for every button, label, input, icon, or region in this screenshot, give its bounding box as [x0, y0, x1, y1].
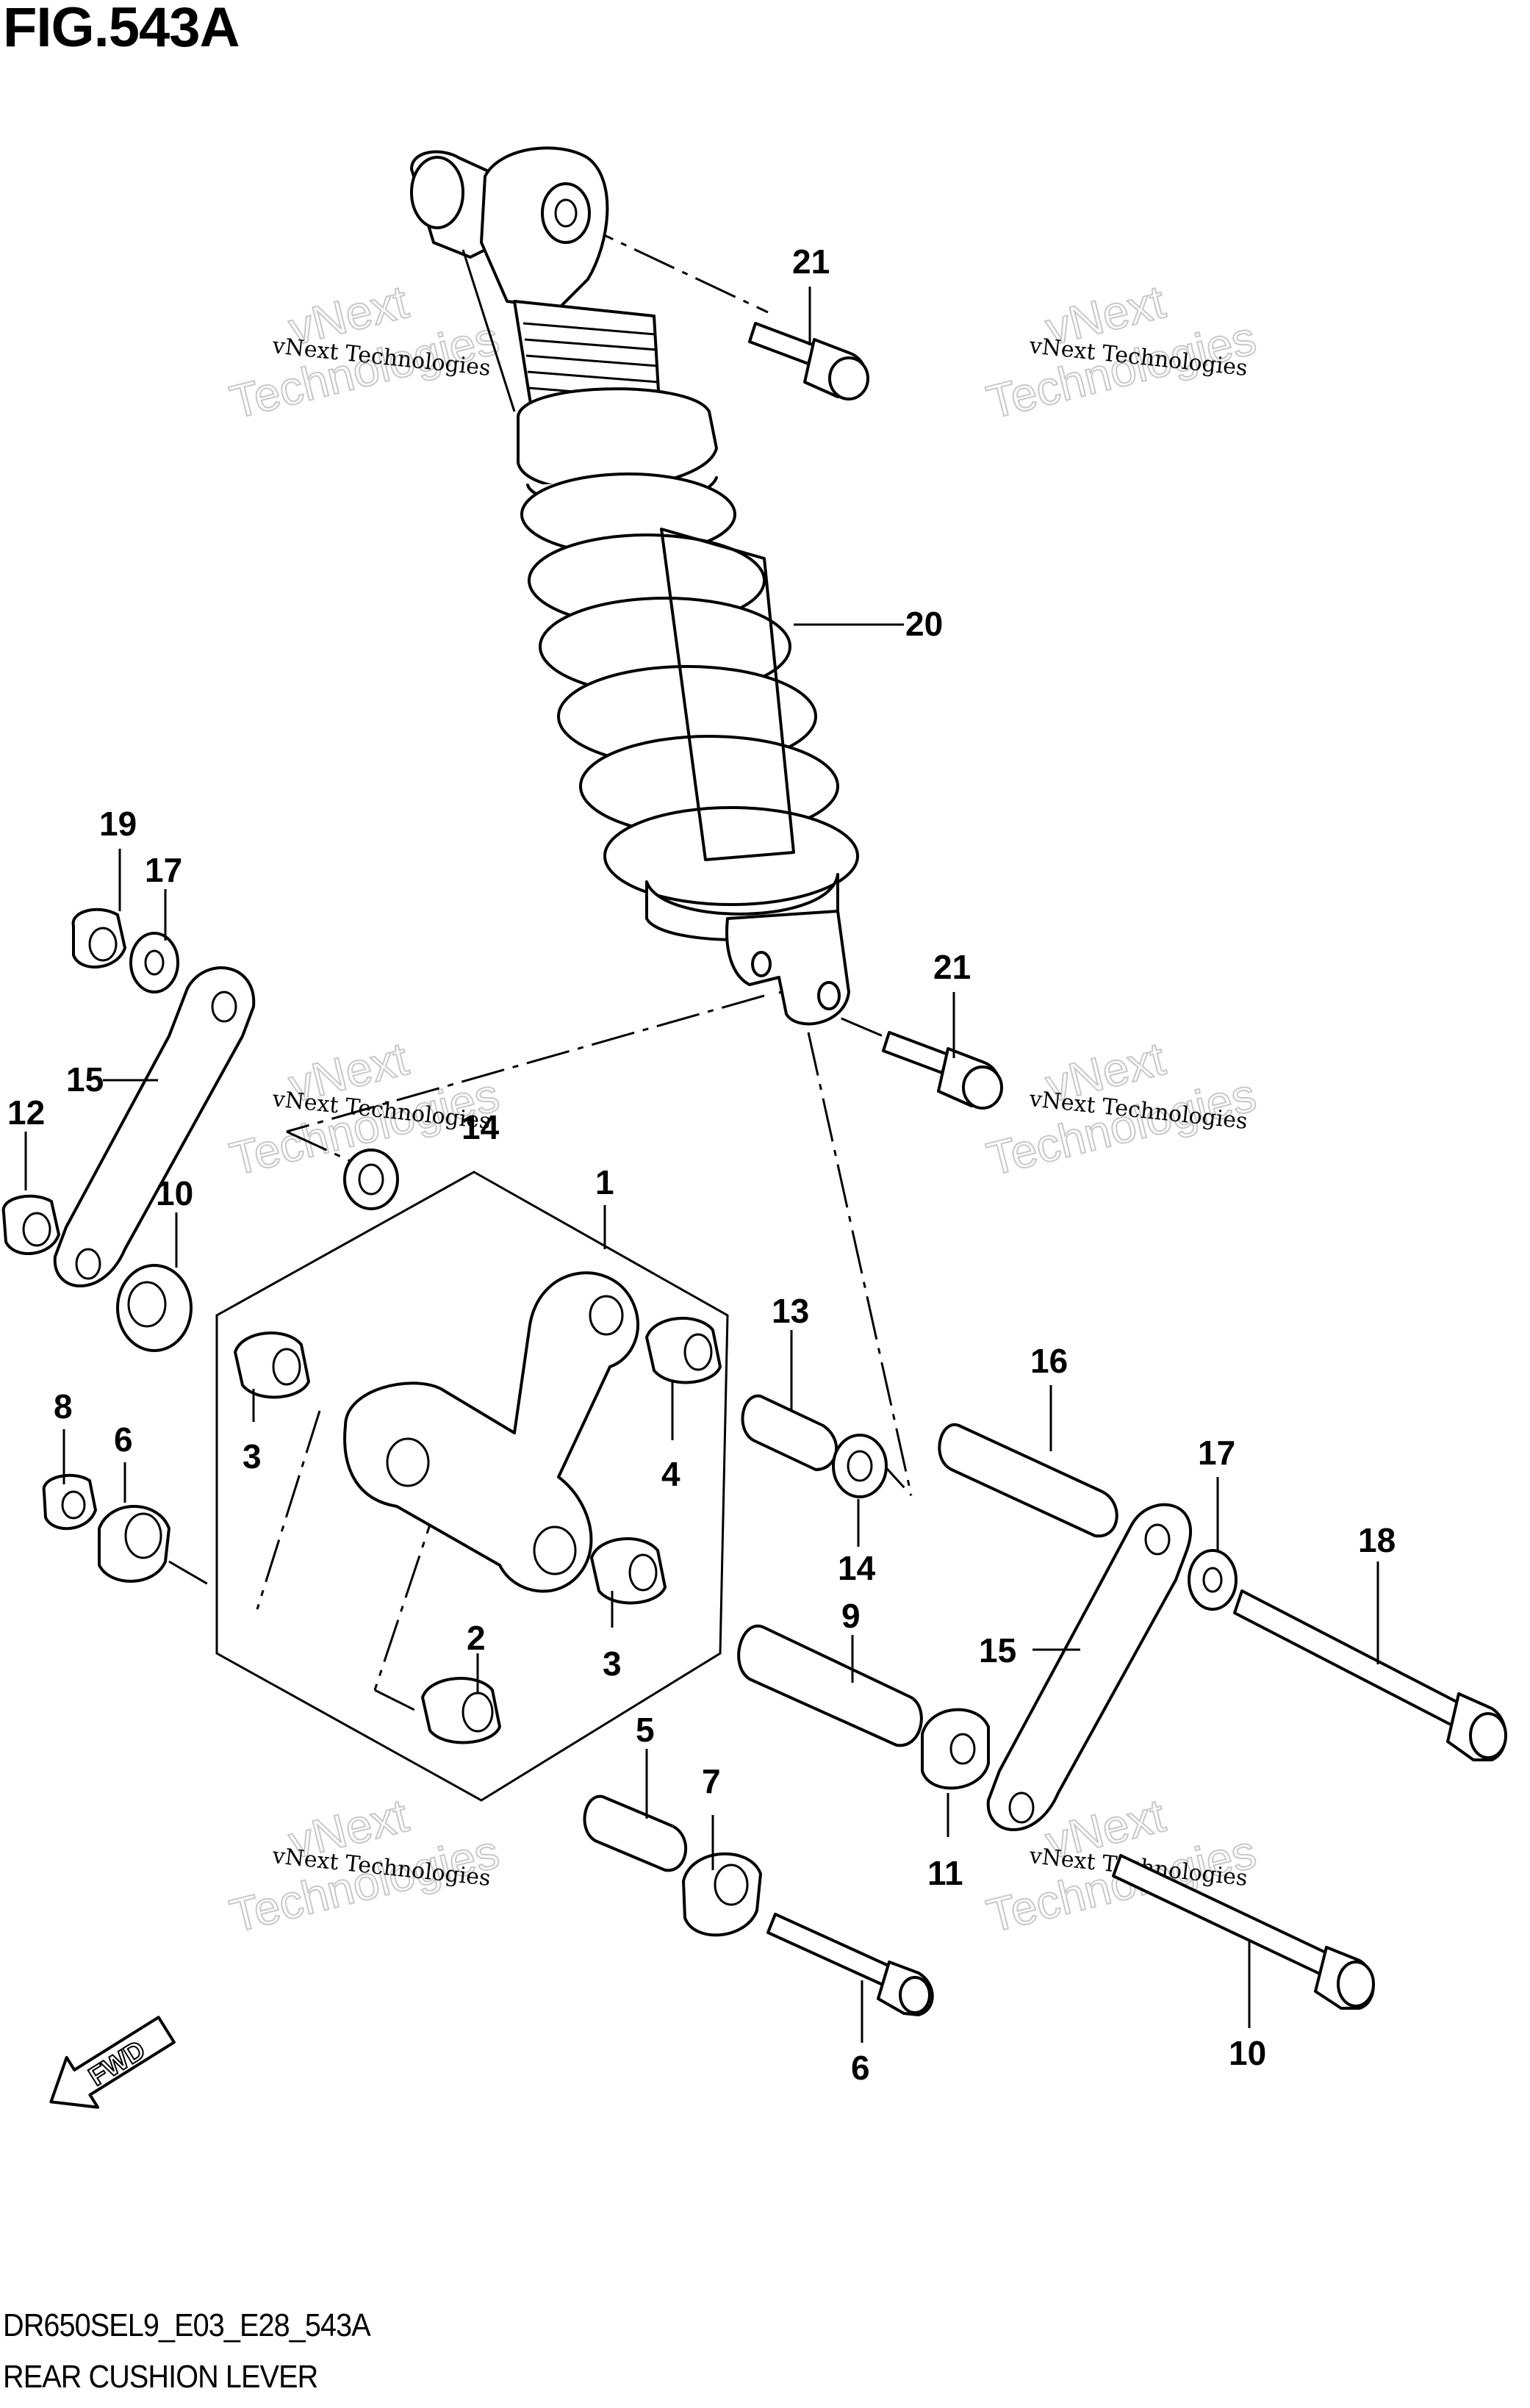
- coil-spring: [520, 472, 859, 906]
- callout-17-left: 17: [145, 851, 182, 889]
- collar-3-lower: [590, 1537, 667, 1605]
- collar-2: [421, 1677, 501, 1744]
- callout-21-bottom: 21: [933, 948, 971, 986]
- figure-title: FIG.543A: [3, 0, 240, 59]
- callout-18: 18: [1358, 1521, 1396, 1559]
- bearing-10-left: [116, 1264, 193, 1352]
- callout-13: 13: [772, 1292, 809, 1330]
- nut-19: [71, 908, 126, 968]
- washer-6-center: [682, 1852, 762, 1937]
- nut-8: [42, 1473, 97, 1531]
- callout-6-left: 6: [114, 1420, 133, 1459]
- callout-10-center: 11: [927, 1854, 963, 1892]
- bearing-10-center: [921, 1708, 990, 1790]
- callout-1: 1: [595, 1163, 614, 1201]
- link-15-left: [53, 966, 256, 1287]
- figure-name: REAR CUSHION LEVER: [3, 2359, 318, 2395]
- callout-8: 8: [54, 1387, 73, 1426]
- collar-13: [741, 1394, 838, 1471]
- washer-17-right: [1188, 1549, 1238, 1611]
- washer-6-left: [98, 1505, 170, 1583]
- callout-3-lower: 3: [603, 1645, 622, 1683]
- washer-17-left: [129, 932, 179, 993]
- callout-12: 12: [7, 1093, 45, 1132]
- pipe-5: [583, 1794, 687, 1872]
- bolt-7: [766, 1913, 934, 2016]
- nut-12: [1, 1194, 60, 1255]
- bolt-11: [1112, 1854, 1375, 2010]
- bolt-18: [1233, 1589, 1507, 1761]
- callout-6-center: 7: [702, 1762, 721, 1800]
- collar-3-upper: [234, 1331, 310, 1399]
- callout-20: 20: [905, 605, 943, 643]
- callout-21-top: 21: [792, 242, 830, 281]
- callout-16: 16: [1030, 1342, 1068, 1380]
- callout-9: 9: [841, 1597, 861, 1635]
- watermark-bottom-left: Technologies vNext vNext Technologies: [224, 1788, 505, 1943]
- cushion-lever-assembly-box: [215, 1171, 729, 1802]
- callout-7: 6: [851, 2049, 870, 2087]
- callout-17-right: 17: [1198, 1434, 1235, 1472]
- link-15-right: [986, 1503, 1193, 1831]
- figure-code: DR650SEL9_E03_E28_543A: [3, 2307, 371, 2343]
- callout-11: 10: [1229, 2034, 1266, 2072]
- fwd-arrow-icon: [49, 2016, 176, 2109]
- callout-15-right: 15: [979, 1631, 1016, 1670]
- watermark-top-left: Technologies vNext vNext Technologies: [224, 274, 505, 429]
- watermark-mid-right: Technologies vNext vNext Technologies: [981, 1031, 1262, 1186]
- callout-10-left: 10: [156, 1174, 193, 1212]
- collar-4: [645, 1317, 722, 1384]
- bolt-21-top: [748, 322, 869, 400]
- leader-lines: [24, 287, 1379, 2043]
- callout-5: 5: [636, 1711, 655, 1749]
- callout-15-left: 15: [66, 1060, 104, 1099]
- washer-14-left: [343, 1149, 399, 1210]
- callout-19: 19: [99, 805, 137, 843]
- bolt-21-bottom: [882, 1031, 1003, 1110]
- watermark-top-right: Technologies vNext vNext Technologies: [981, 274, 1262, 429]
- callout-2: 2: [467, 1619, 486, 1657]
- washer-14-center: [832, 1434, 888, 1498]
- pipe-16: [938, 1423, 1118, 1538]
- callout-3-upper: 3: [243, 1437, 262, 1476]
- callout-14-left: 14: [461, 1108, 500, 1146]
- rear-shock-absorber: [410, 146, 859, 1026]
- callout-labels: 21 20 21 19 17 15 12 14 10 1 13 16 17 18…: [7, 242, 1396, 2087]
- fwd-badge: FWD: [49, 2016, 176, 2109]
- callout-14-center: 14: [838, 1549, 876, 1587]
- callout-4: 4: [661, 1455, 680, 1493]
- pipe-9: [737, 1624, 923, 1747]
